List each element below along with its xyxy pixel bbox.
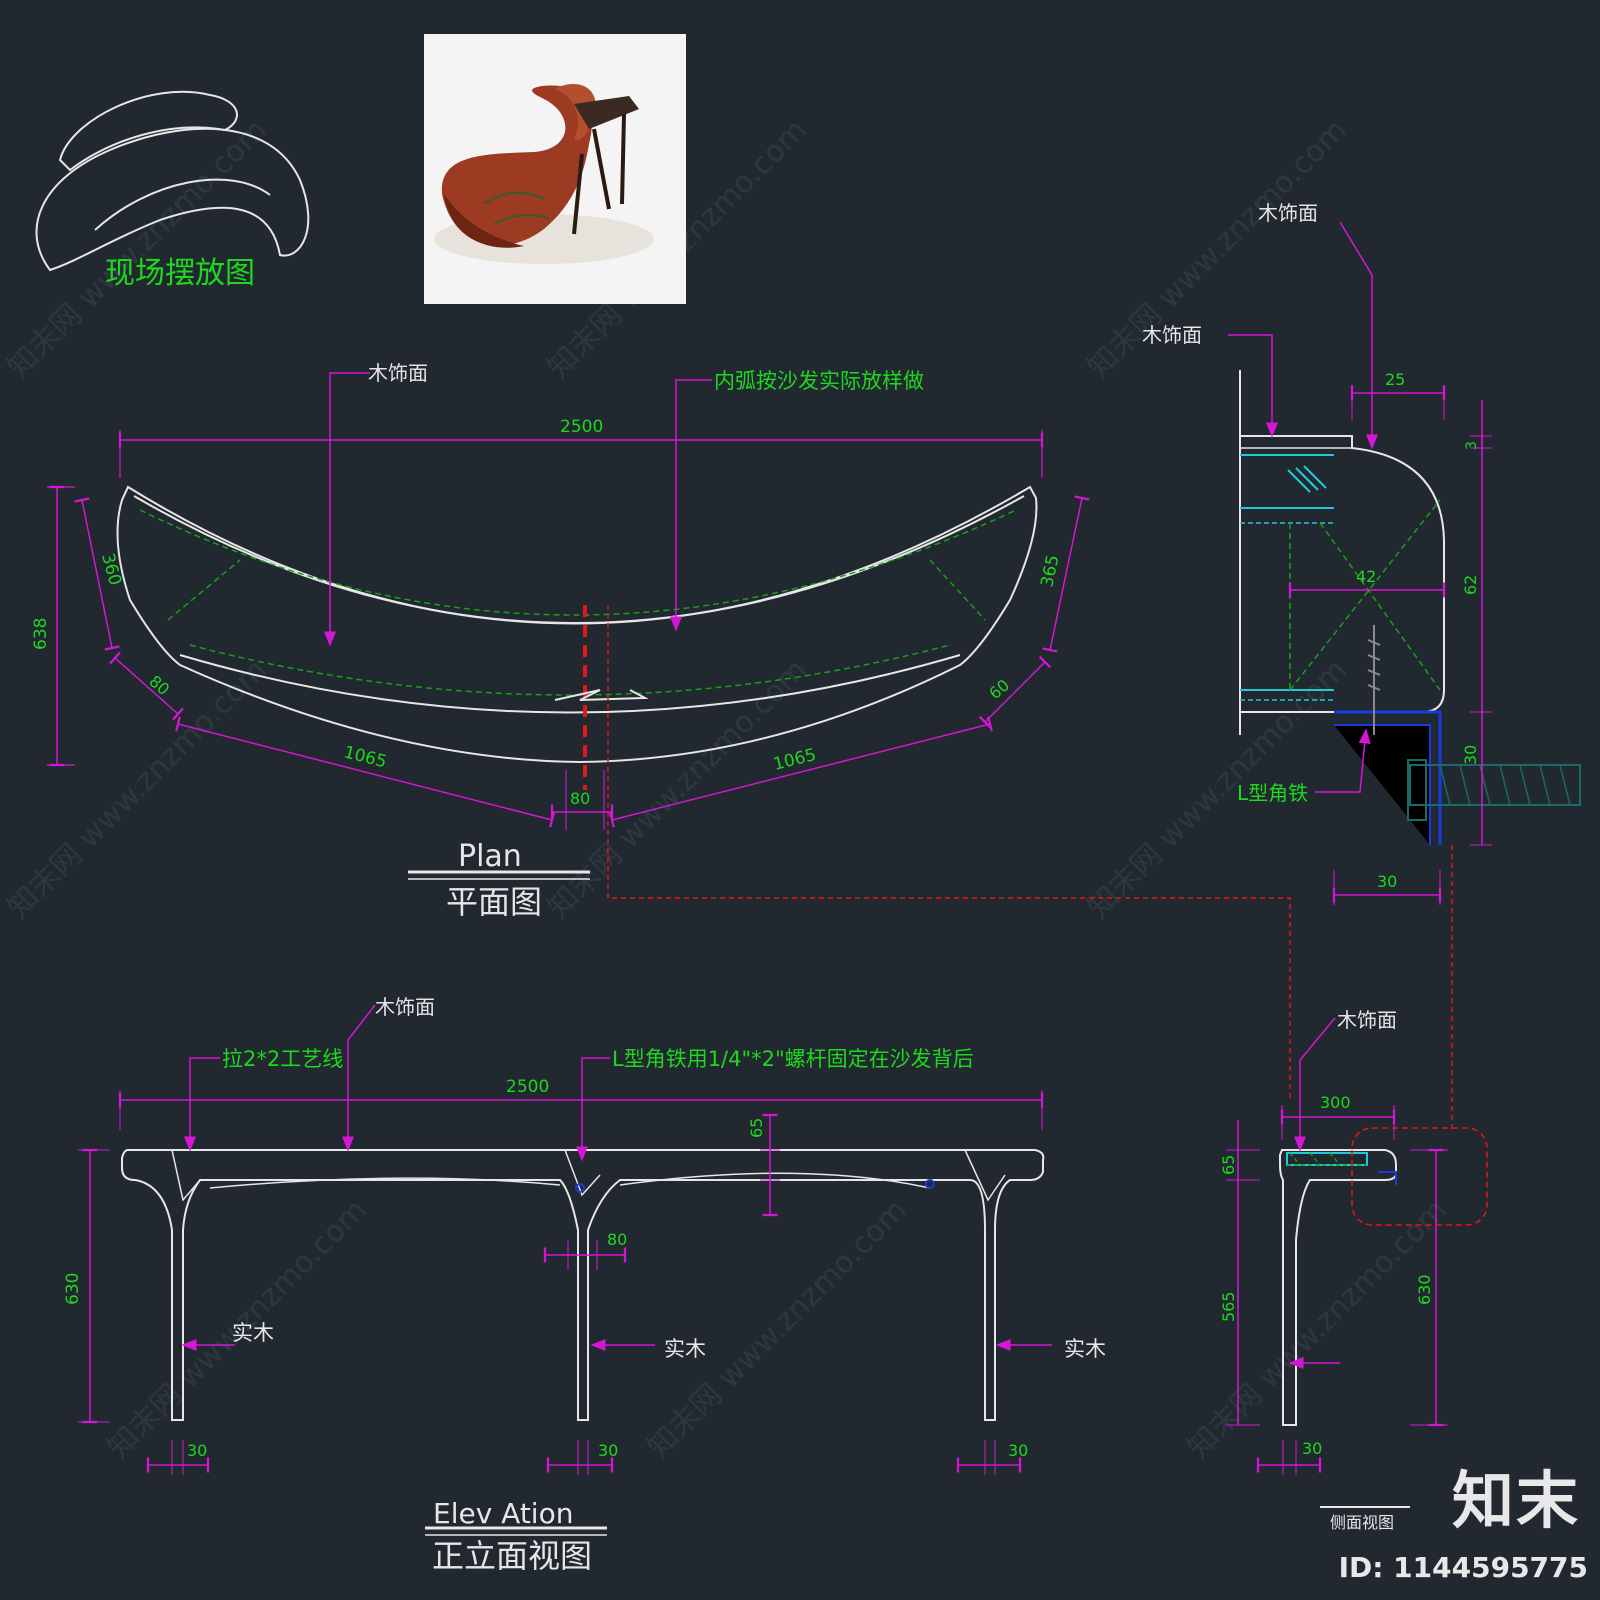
- watermark: 知末网 www.znzmo.com: [641, 1193, 914, 1466]
- plan-title-en: Plan: [458, 839, 522, 874]
- brand-logo: 知末: [1451, 1464, 1580, 1537]
- asset-id: ID: 1144595775: [1338, 1551, 1588, 1584]
- elevation-dim-leg-left: 30: [187, 1441, 207, 1460]
- plan-dim-center: 80: [570, 789, 590, 808]
- elevation-callout-groove: 拉2*2工艺线: [222, 1047, 343, 1071]
- elevation-dim-top: 65: [747, 1118, 766, 1138]
- plan-dim-left-end: 80: [145, 672, 173, 700]
- elevation-title-cn: 正立面视图: [432, 1537, 592, 1575]
- watermark: 知末网 www.znzmo.com: [1, 113, 274, 386]
- elevation-dim-leg-right: 30: [1008, 1441, 1028, 1460]
- elevation-title-en: Elev Ation: [433, 1497, 573, 1530]
- screw-icon: [1367, 625, 1381, 735]
- layout-sketch-label: 现场摆放图: [105, 256, 255, 291]
- plan-dim-left-side: 360: [97, 551, 125, 588]
- section-dim-height: 62: [1461, 575, 1480, 595]
- plan-hidden-line: [139, 509, 1017, 616]
- side-dim-bottom: 30: [1302, 1439, 1322, 1458]
- side-dim-height: 630: [1415, 1274, 1434, 1305]
- side-dim-leg: 565: [1219, 1291, 1238, 1322]
- side-dim-top: 65: [1219, 1155, 1238, 1175]
- bolt-icon: [1409, 764, 1581, 806]
- watermark: 知末网 www.znzmo.com: [1081, 653, 1354, 926]
- side-detail-marker: [1351, 1127, 1488, 1226]
- elevation-callout-solid-right: 实木: [1064, 1337, 1106, 1361]
- side-dim-width: 300: [1320, 1093, 1351, 1112]
- plan-title-cn: 平面图: [446, 883, 542, 921]
- watermark: 知末网 www.znzmo.com: [1081, 113, 1354, 386]
- section-outline: [1240, 435, 1445, 713]
- elevation-outline: [121, 1149, 1045, 1421]
- section-dim-bottom: 30: [1377, 872, 1397, 891]
- elevation-dim-overall: 2500: [506, 1077, 549, 1097]
- plan-dim-depth: 638: [31, 618, 51, 650]
- elevation-dim-leg-mid: 30: [598, 1441, 618, 1460]
- plan-dim-right-seg: 1065: [771, 745, 818, 775]
- side-view: 木饰面 300 65 565 630 30 侧面视图: [1219, 1008, 1488, 1532]
- section-callout-wood-side: 木饰面: [1142, 323, 1202, 347]
- side-callout-wood-face: 木饰面: [1337, 1008, 1397, 1032]
- section-dim-thin: 3: [1464, 441, 1480, 450]
- plan-dim-right-side: 365: [1037, 553, 1063, 589]
- elevation-callout-wood-face: 木饰面: [375, 995, 435, 1019]
- section-callout-wood-top: 木饰面: [1258, 201, 1318, 225]
- elevation-dim-leg-width: 80: [607, 1230, 627, 1249]
- section-dim-lower: 30: [1461, 745, 1480, 765]
- plan-callout-inner-arc: 内弧按沙发实际放样做: [714, 369, 924, 393]
- elevation-callout-solid-left: 实木: [232, 1321, 274, 1345]
- plan-callout-wood-face: 木饰面: [368, 361, 428, 385]
- plan-view: 2500 638 360 365 80 60 1065 1065 80 木饰面 …: [31, 361, 1291, 1100]
- side-title: 侧面视图: [1330, 1513, 1394, 1532]
- watermark: 知末网 www.znzmo.com: [1, 653, 274, 926]
- l-bracket: [1334, 710, 1442, 845]
- product-render-image: [424, 34, 686, 304]
- elevation-callout-solid-mid: 实木: [664, 1337, 706, 1361]
- section-callout-bracket: L型角铁: [1237, 781, 1308, 805]
- watermark-layer: 知末网 www.znzmo.com 知末网 www.znzmo.com 知末网 …: [1, 113, 1454, 1466]
- plan-dim-overall: 2500: [560, 417, 603, 437]
- elevation-view: 2500 630 65 80 30 30 30 木饰面 拉2*2工艺线 L型角铁…: [63, 995, 1106, 1575]
- section-dim-inner: 42: [1356, 567, 1376, 586]
- elevation-callout-bracket-note: L型角铁用1/4"*2"螺杆固定在沙发背后: [612, 1047, 974, 1071]
- elevation-dim-height: 630: [63, 1273, 83, 1305]
- side-outline: [1279, 1149, 1397, 1426]
- plan-outline: [116, 485, 1038, 764]
- section-detail: 木饰面 木饰面 L型角铁 25 3 62 30 42 30: [1142, 201, 1581, 1130]
- section-dim-top: 25: [1385, 370, 1405, 389]
- layout-sketch: 现场摆放图: [35, 90, 310, 291]
